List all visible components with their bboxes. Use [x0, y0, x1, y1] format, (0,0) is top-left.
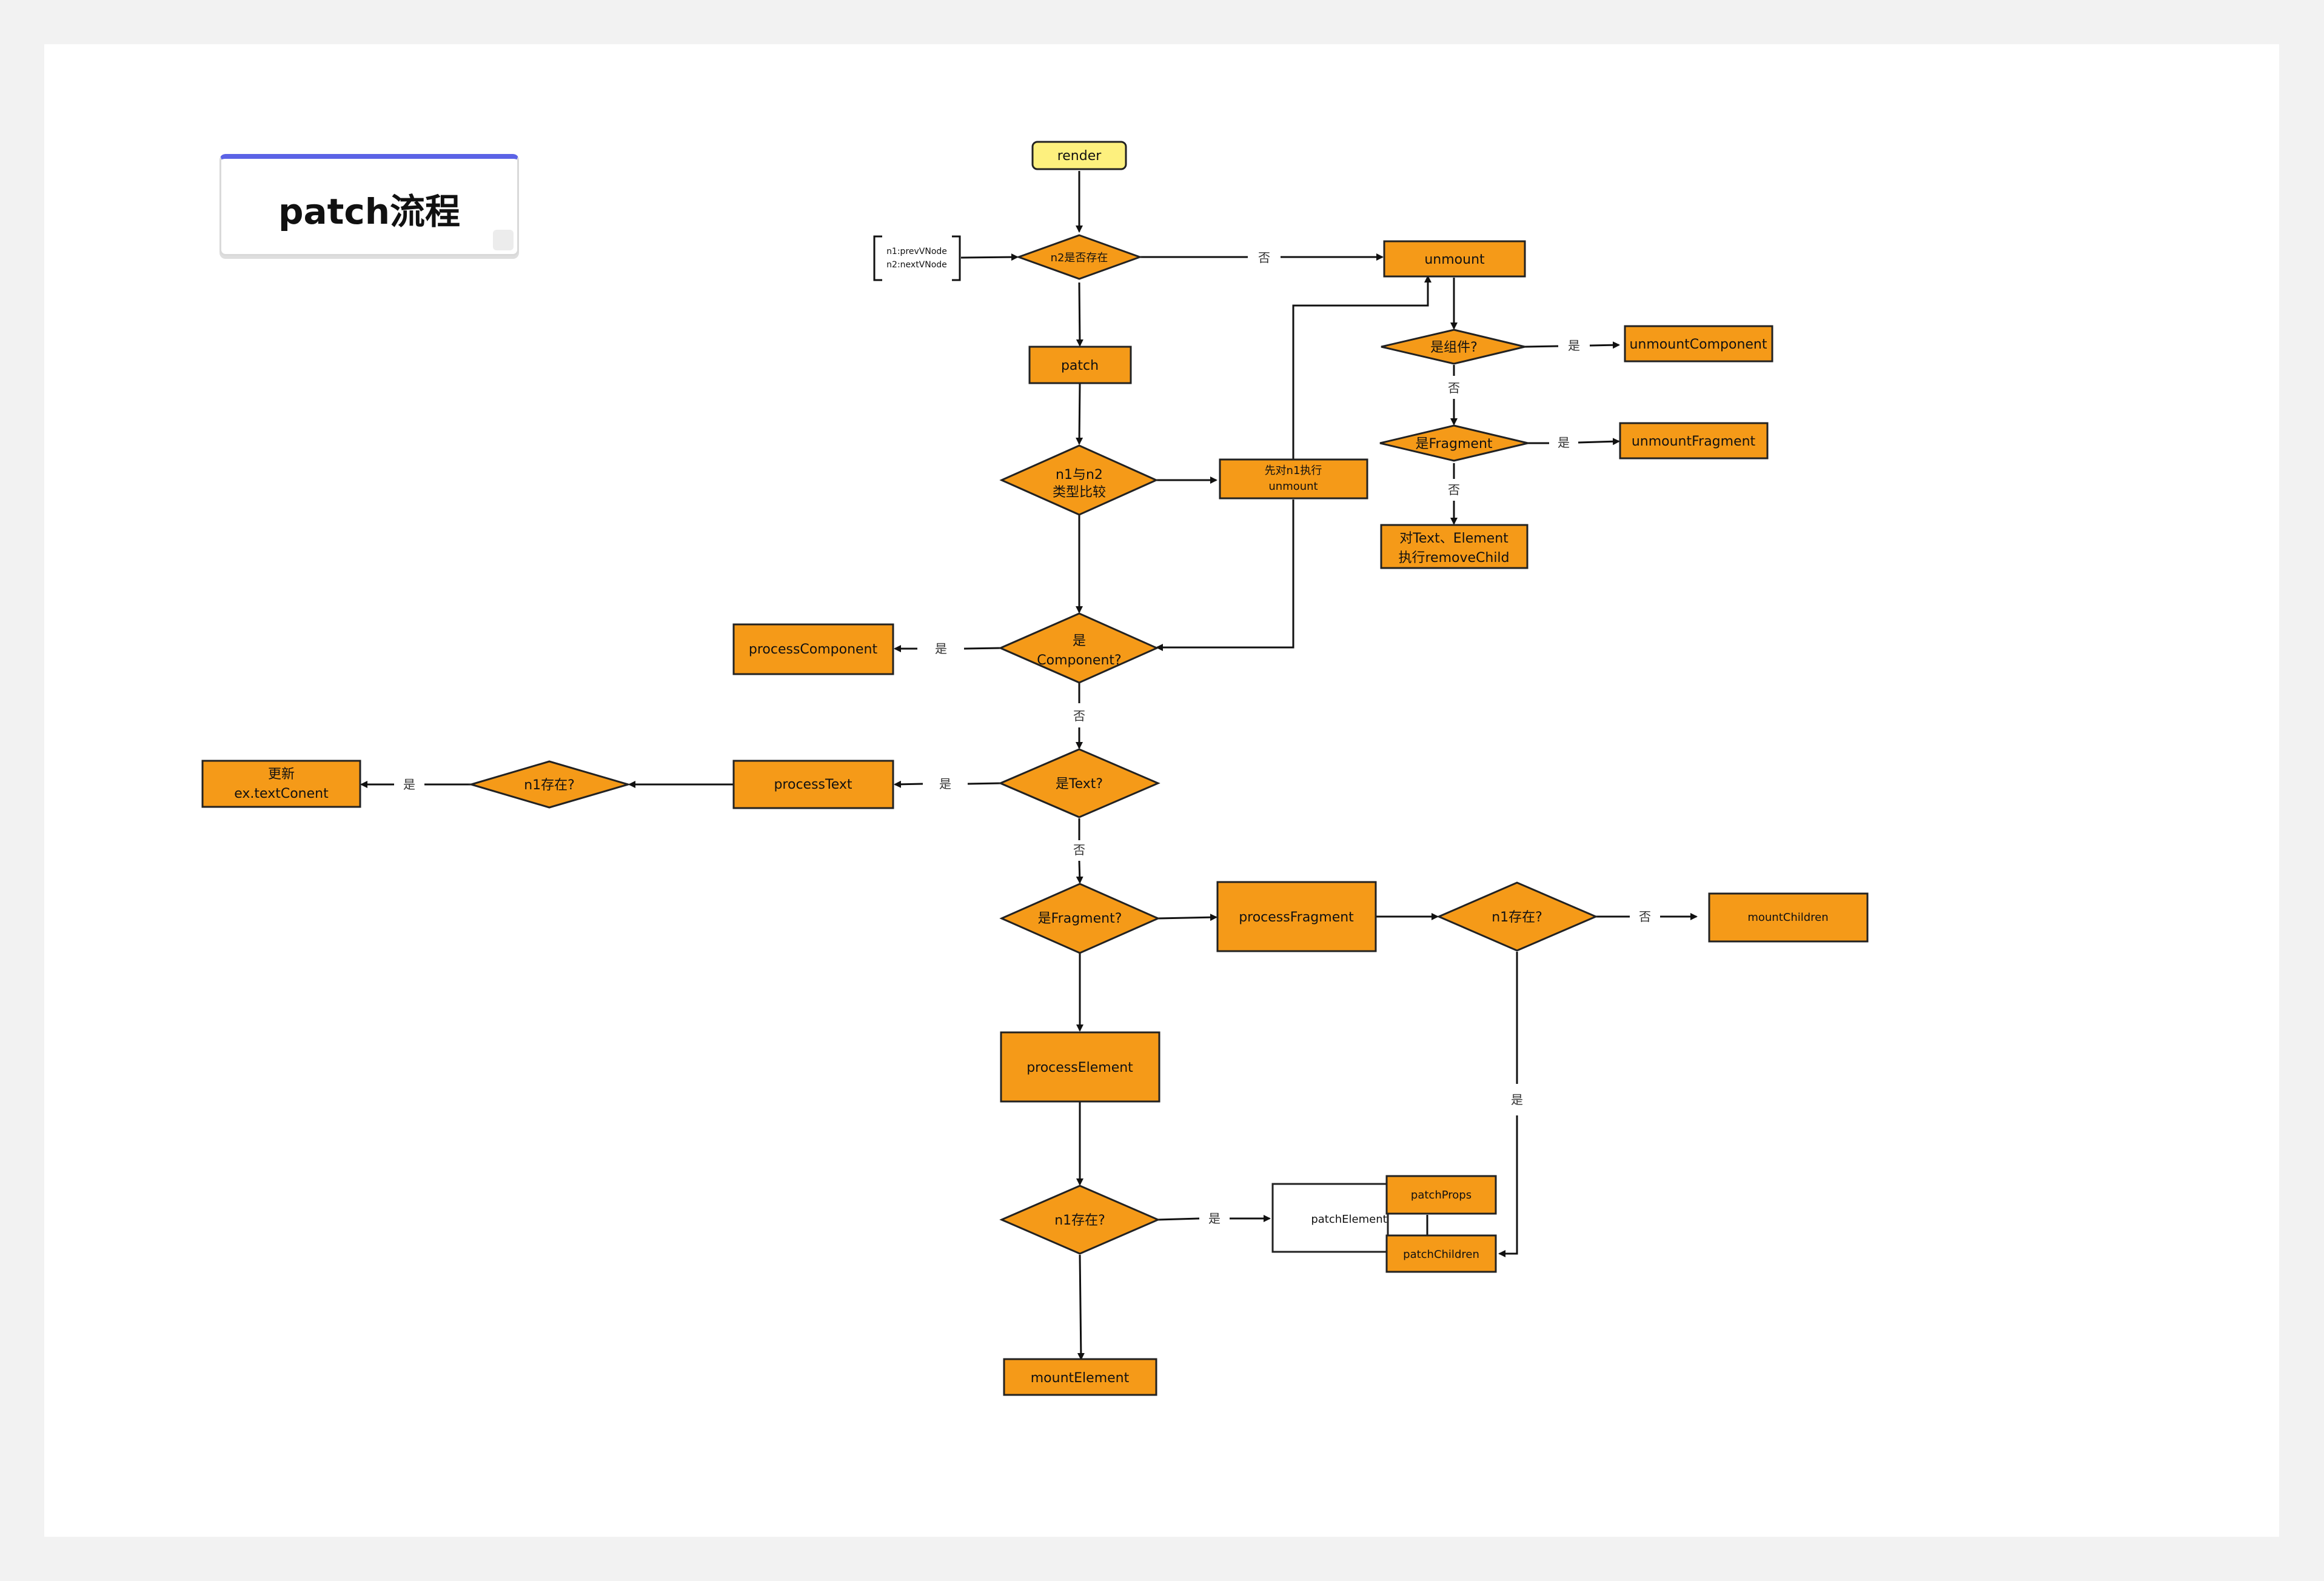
node-n1-exists-fragment[interactable]: n1存在?: [1436, 881, 1598, 952]
edge-text-no-b: [1076, 860, 1083, 884]
node-process-fragment[interactable]: processFragment: [1216, 881, 1377, 952]
node-unmount-fragment-label: unmountFragment: [1632, 434, 1756, 449]
node-unmount-fragment[interactable]: unmountFragment: [1619, 422, 1769, 460]
node-patch-props[interactable]: patchProps: [1385, 1175, 1497, 1215]
edge-frag-q-yes-b: [1578, 438, 1620, 446]
edge-label-yes: 是: [935, 641, 947, 656]
edges: [360, 171, 1698, 1360]
edge-n1elem-to-mount: [1077, 1254, 1085, 1360]
node-n2-exists[interactable]: n2是否存在: [1016, 234, 1143, 280]
node-unmount-first[interactable]: 先对n1执行 unmount: [1219, 458, 1368, 500]
node-process-text[interactable]: processText: [732, 760, 894, 809]
node-patch-children-label: patchChildren: [1403, 1248, 1479, 1261]
node-n1-exists-element[interactable]: n1存在?: [999, 1185, 1160, 1255]
edge-comp-q-yes-b: [1589, 341, 1620, 349]
node-unmount-component[interactable]: unmountComponent: [1624, 325, 1773, 363]
node-type-compare[interactable]: n1与n2 类型比较: [999, 444, 1159, 516]
edge-label-yes: 是: [1208, 1211, 1221, 1226]
node-process-element[interactable]: processElement: [1000, 1031, 1160, 1103]
node-render-label: render: [1057, 149, 1102, 164]
node-process-component[interactable]: processComponent: [732, 623, 894, 675]
node-mount-children-label: mountChildren: [1747, 911, 1828, 924]
node-patch[interactable]: patch: [1028, 346, 1132, 384]
node-type-compare-line2: 类型比较: [1053, 485, 1106, 500]
node-process-fragment-label: processFragment: [1239, 910, 1354, 925]
node-n1-exists-element-label: n1存在?: [1054, 1213, 1105, 1228]
node-remove-child-line2: 执行removeChild: [1398, 550, 1509, 566]
node-update-text-line2: ex.textConent: [234, 786, 329, 801]
node-patch-element[interactable]: patchElement: [1271, 1183, 1389, 1253]
node-is-text-label: 是Text?: [1056, 777, 1103, 792]
node-params-line1: n1:prevVNode: [886, 247, 947, 256]
node-mount-element-label: mountElement: [1031, 1371, 1130, 1386]
node-unmount[interactable]: unmount: [1383, 240, 1526, 278]
edge-params-to-n2: [960, 253, 1019, 261]
edge-labels: 否 是 否 是 否 是 否 是 是 否 否 是 是: [403, 250, 1651, 1226]
node-update-text-line1: 更新: [268, 767, 295, 782]
edge-n1elem-yes-a: [1157, 1217, 1200, 1221]
node-is-component-label: 是组件?: [1430, 340, 1478, 355]
node-unmount-first-line1: 先对n1执行: [1265, 464, 1322, 477]
edge-n1frag-yes-b: [1498, 1115, 1518, 1257]
node-patch-props-label: patchProps: [1411, 1189, 1472, 1202]
node-n1-exists-text[interactable]: n1存在?: [467, 760, 632, 809]
edge-label-no: 否: [1448, 381, 1460, 395]
node-remove-child-line1: 对Text、Element: [1399, 531, 1509, 546]
node-is-fragment-main[interactable]: 是Fragment?: [999, 883, 1160, 954]
node-is-component-main[interactable]: 是 Component?: [998, 612, 1159, 684]
edge-label-no: 否: [1073, 709, 1085, 723]
edge-label-no: 否: [1448, 483, 1460, 497]
edge-comp-q-yes-a: [1524, 345, 1559, 348]
node-render[interactable]: render: [1031, 141, 1127, 170]
node-is-fragment-label: 是Fragment: [1415, 436, 1492, 452]
edge-n2-to-patch: [1076, 282, 1083, 347]
canvas-board: [44, 44, 2279, 1537]
node-patch-label: patch: [1061, 358, 1099, 373]
edge-unmount-first-up: [1292, 275, 1432, 460]
edge-label-yes: 是: [1511, 1092, 1523, 1107]
node-is-component-main-line2: Component?: [1037, 653, 1121, 668]
node-process-text-label: processText: [774, 777, 852, 792]
node-n1-exists-text-label: n1存在?: [524, 778, 575, 793]
node-mount-children[interactable]: mountChildren: [1708, 892, 1869, 943]
edge-label-yes: 是: [1568, 338, 1580, 353]
edge-label-yes: 是: [939, 777, 951, 791]
node-unmount-first-line2: unmount: [1268, 480, 1318, 493]
node-n1-exists-fragment-label: n1存在?: [1492, 910, 1542, 925]
edge-comp-yes-a: [963, 647, 1001, 650]
node-is-component-main-line1: 是: [1073, 633, 1086, 649]
page-title: patch流程: [278, 191, 461, 232]
edge-label-no: 否: [1258, 250, 1270, 265]
edge-label-no: 否: [1639, 909, 1651, 924]
edge-label-yes: 是: [1558, 435, 1570, 450]
node-is-fragment[interactable]: 是Fragment: [1379, 424, 1529, 462]
node-type-compare-line1: n1与n2: [1056, 467, 1103, 483]
edge-text-yes-a: [967, 782, 1001, 785]
node-process-component-label: processComponent: [749, 642, 878, 657]
edge-label-yes: 是: [403, 777, 415, 792]
node-n2-exists-label: n2是否存在: [1051, 252, 1108, 264]
node-mount-element[interactable]: mountElement: [1003, 1358, 1157, 1396]
node-patch-element-label: patchElement: [1311, 1213, 1387, 1226]
node-remove-child[interactable]: 对Text、Element 执行removeChild: [1380, 524, 1529, 569]
node-params: n1:prevVNode n2:nextVNode: [873, 235, 961, 281]
node-unmount-label: unmount: [1424, 252, 1485, 267]
node-params-line2: n2:nextVNode: [886, 260, 947, 270]
node-is-fragment-main-label: 是Fragment?: [1038, 911, 1122, 926]
document-icon[interactable]: [493, 230, 514, 250]
node-unmount-component-label: unmountComponent: [1629, 337, 1767, 352]
edge-patch-to-compare: [1076, 383, 1083, 445]
node-is-component[interactable]: 是组件?: [1381, 329, 1525, 365]
node-process-element-label: processElement: [1026, 1060, 1133, 1075]
title-card[interactable]: patch流程: [219, 154, 519, 256]
edge-fragq-to-pfrag: [1157, 914, 1217, 921]
node-patch-children[interactable]: patchChildren: [1385, 1234, 1497, 1273]
node-is-text[interactable]: 是Text?: [998, 748, 1160, 818]
node-update-text[interactable]: 更新 ex.textConent: [201, 760, 361, 808]
edge-unmount-first-down: [1156, 500, 1294, 651]
edge-label-no: 否: [1073, 843, 1085, 857]
